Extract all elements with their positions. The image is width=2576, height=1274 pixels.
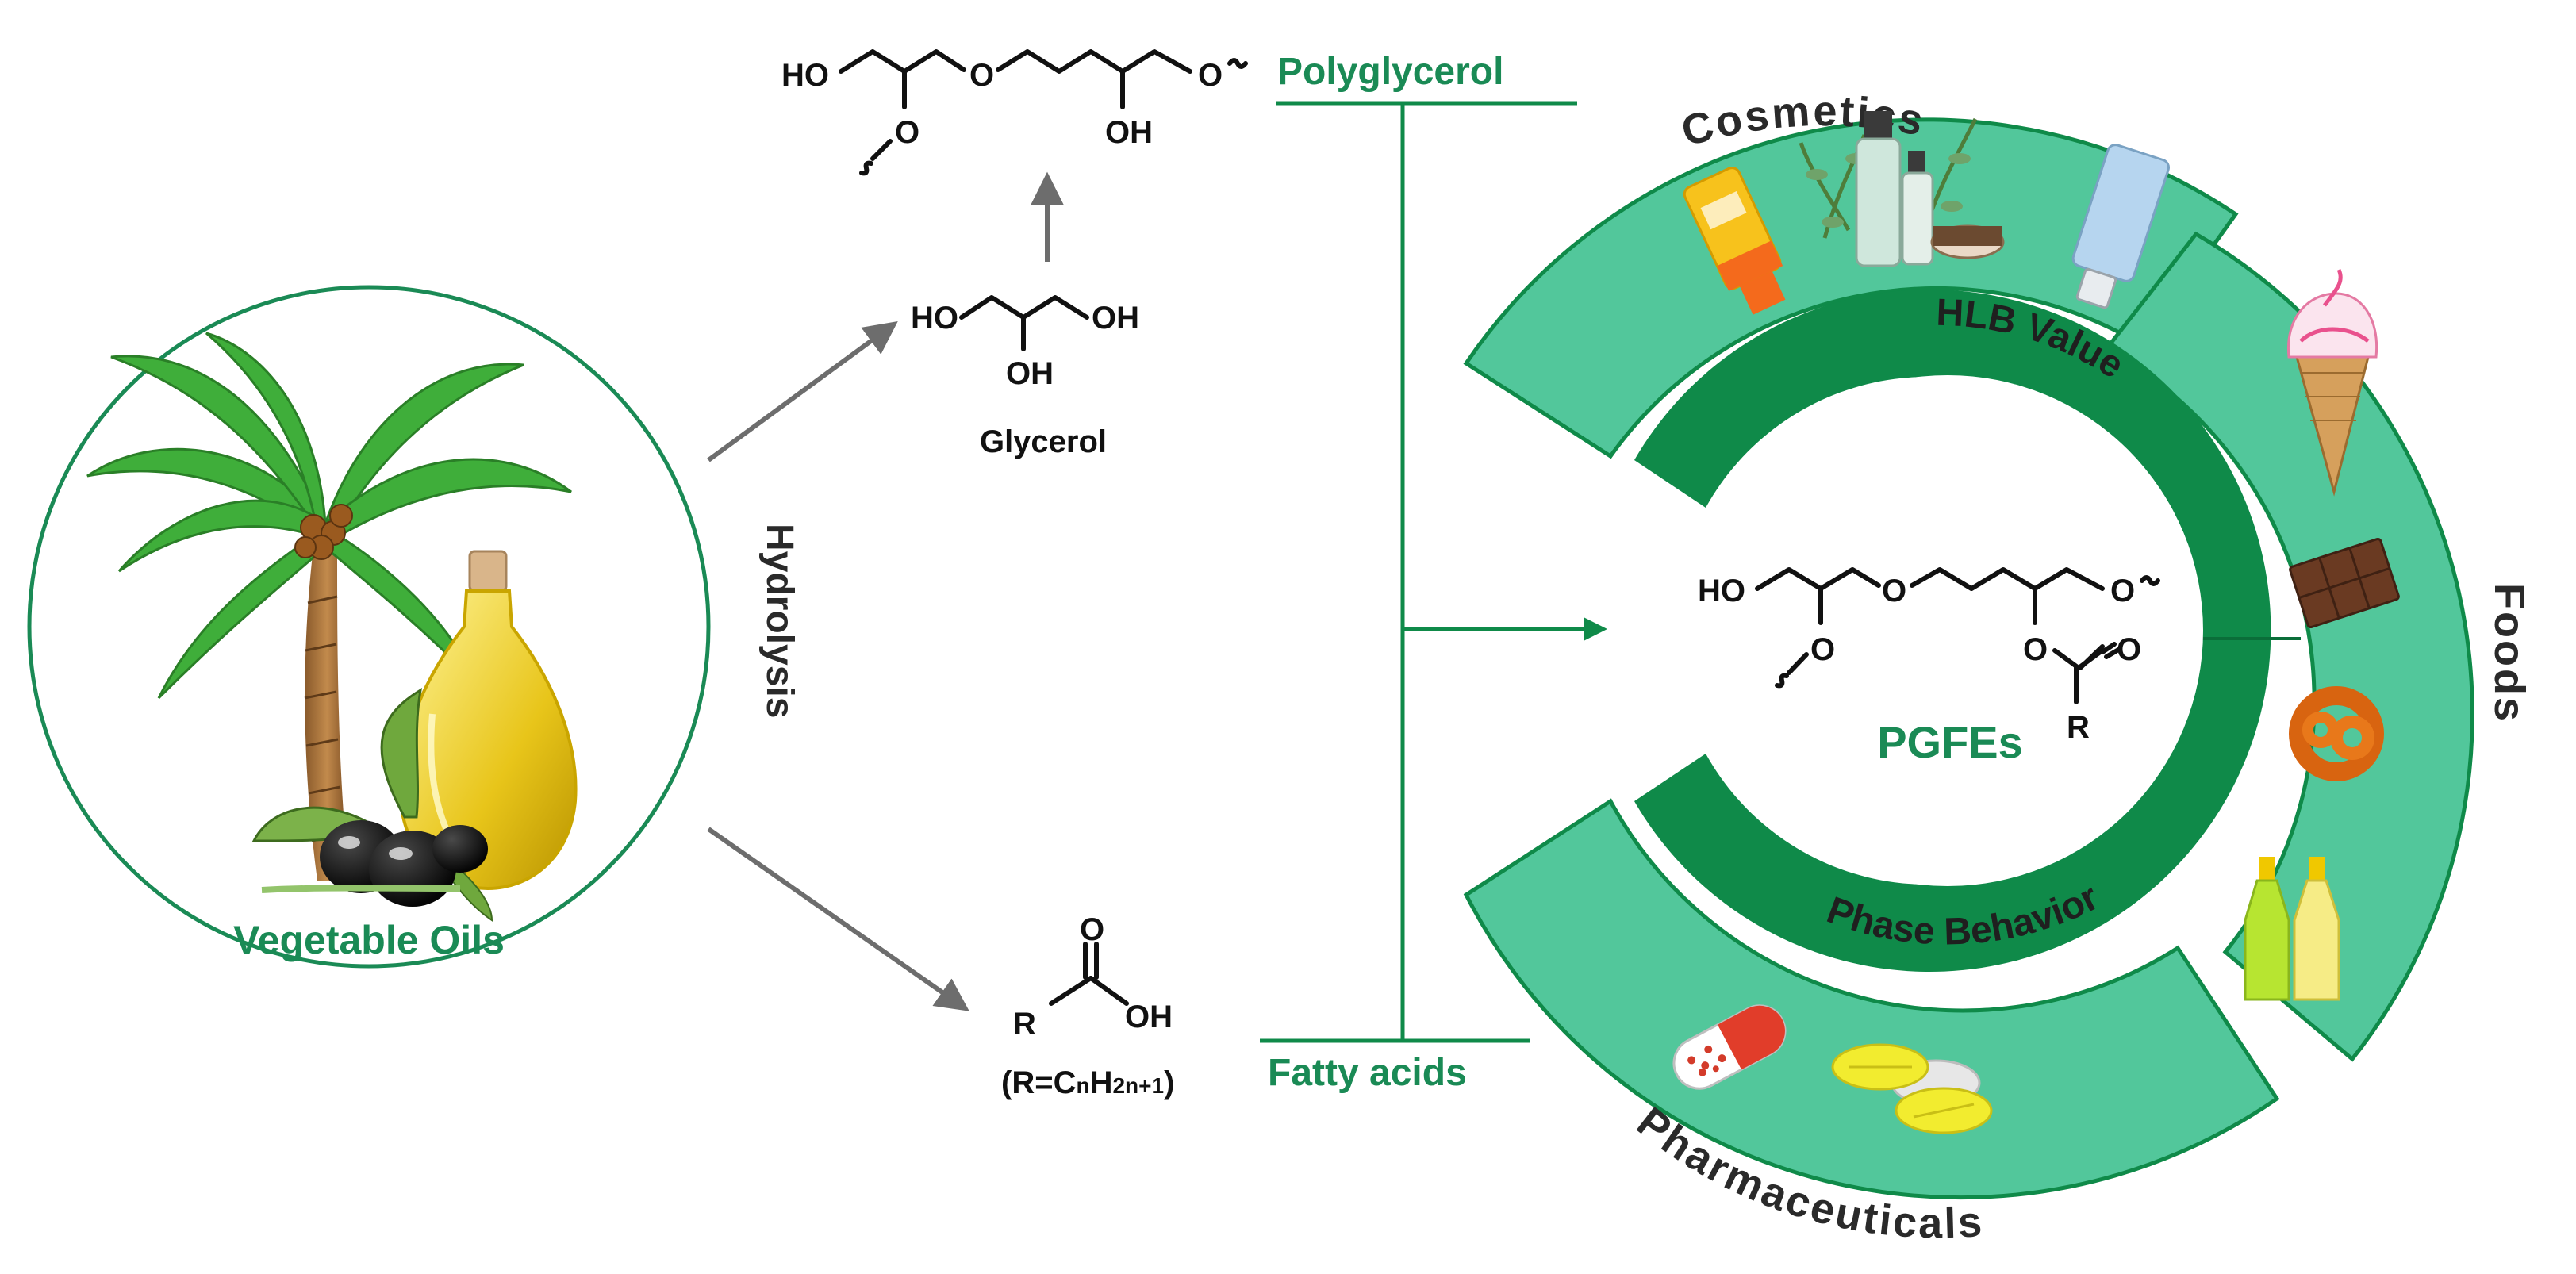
fatty-acids-label: Fatty acids bbox=[1268, 1052, 1467, 1094]
polyglycerol-structure: HO O O OH O bbox=[781, 49, 1248, 176]
arrow-to-fatty-acids bbox=[707, 827, 969, 1011]
sunscreen-tube-icon bbox=[1683, 167, 1786, 315]
polyglycerol-label: Polyglycerol bbox=[1277, 51, 1503, 93]
pgfes-label: PGFEs bbox=[1877, 717, 2023, 767]
pgfes-r: R bbox=[2067, 710, 2090, 745]
foods-segment bbox=[2103, 231, 2474, 1062]
fatty-acid-formula: (R=CnH2n+1) bbox=[1001, 1065, 1174, 1100]
fatty-acid-oh: OH bbox=[1125, 1000, 1173, 1034]
hydrolysis-arrows: Hydrolysis bbox=[707, 321, 969, 1011]
palm-tree-icon bbox=[86, 332, 572, 881]
cosmetic-bottles-icon bbox=[1799, 111, 2005, 267]
polyglycerol-o-branch: O bbox=[895, 115, 919, 150]
ice-cream-icon bbox=[2286, 268, 2378, 497]
polyglycerol-oh: OH bbox=[1105, 115, 1153, 150]
center-circle bbox=[1692, 375, 2203, 886]
polyglycerol-o-mid: O bbox=[969, 58, 994, 93]
foods-label: Foods bbox=[2486, 583, 2533, 723]
pharmaceuticals-segment bbox=[1463, 798, 2280, 1200]
pgfes-o-mid: O bbox=[1882, 574, 1906, 608]
pgfes-structure: HO O O O O R O bbox=[1698, 567, 2160, 745]
arrow-to-glycerol bbox=[707, 321, 898, 462]
source-group: Vegetable Oils bbox=[27, 285, 711, 969]
fatty-acid-structure: R O OH (R=CnH2n+1) bbox=[1001, 912, 1174, 1100]
fatty-acid-r: R bbox=[1013, 1007, 1036, 1042]
olives-icon bbox=[251, 688, 493, 922]
pretzel-icon bbox=[2289, 686, 2384, 781]
connector-lines bbox=[1260, 101, 1607, 1043]
chocolate-bar-icon bbox=[2289, 537, 2400, 629]
glycerol-oh-bottom: OH bbox=[1006, 356, 1054, 391]
polyglycerol-ho: HO bbox=[781, 58, 829, 93]
glycerol-label: Glycerol bbox=[980, 424, 1107, 459]
pgfes-o-carbonyl: O bbox=[2117, 632, 2141, 667]
vegetable-oils-label: Vegetable Oils bbox=[233, 918, 505, 962]
glycerol-oh-left: HO bbox=[911, 301, 958, 336]
cosmetics-segment bbox=[1463, 117, 2239, 459]
glycerol-structure: HO OH OH Glycerol bbox=[911, 295, 1139, 459]
pgfes-o-end: O bbox=[2110, 574, 2135, 608]
tablets-icon bbox=[1831, 1043, 1993, 1134]
lotion-tube-icon bbox=[2071, 144, 2170, 309]
polyglycerol-o-end: O bbox=[1198, 58, 1223, 93]
pgfes-o-branch: O bbox=[1810, 632, 1835, 667]
pgfes-ho: HO bbox=[1698, 574, 1745, 608]
hydrolysis-label: Hydrolysis bbox=[758, 524, 800, 718]
beverage-bottles-icon bbox=[2244, 857, 2340, 1001]
glycerol-oh-right: OH bbox=[1092, 301, 1139, 336]
pgfes-o-ester: O bbox=[2023, 632, 2048, 667]
capsule-icon bbox=[1672, 1004, 1787, 1090]
application-ring: HLB Value Phase Behavior Cosmetics Foods… bbox=[1463, 87, 2533, 1247]
fatty-acid-o: O bbox=[1080, 912, 1104, 947]
